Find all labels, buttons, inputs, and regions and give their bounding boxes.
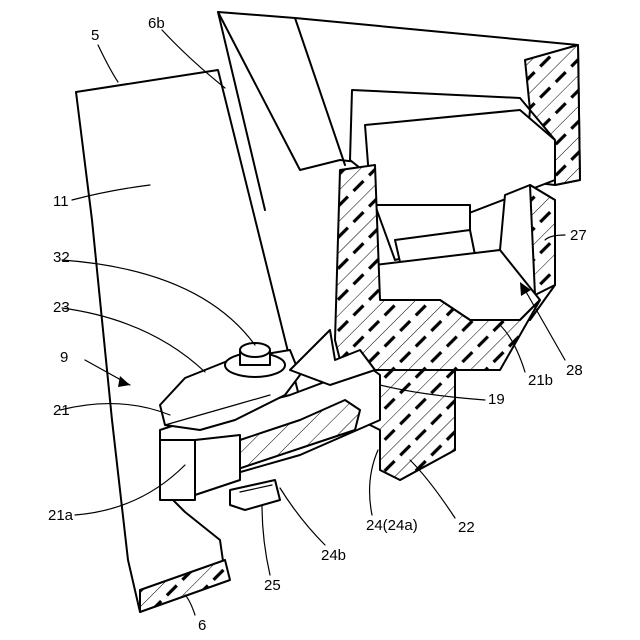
label-21b: 21b [528, 372, 553, 389]
clip-25 [230, 480, 280, 510]
label-11: 11 [53, 193, 69, 210]
label-6b: 6b [148, 15, 165, 32]
label-27: 27 [570, 227, 587, 244]
label-21: 21 [53, 402, 70, 419]
label-32: 32 [53, 249, 70, 266]
label-9: 9 [60, 349, 68, 366]
label-23: 23 [53, 299, 70, 316]
label-28: 28 [566, 362, 583, 379]
label-19: 19 [488, 391, 505, 408]
label-24b: 24b [321, 547, 346, 564]
label-22: 22 [458, 519, 475, 536]
label-21a: 21a [48, 507, 74, 524]
label-25: 25 [264, 577, 281, 594]
label-24-24a: 24(24a) [366, 517, 418, 534]
label-6: 6 [198, 617, 206, 634]
label-5: 5 [91, 27, 99, 44]
panel-11 [76, 70, 300, 612]
